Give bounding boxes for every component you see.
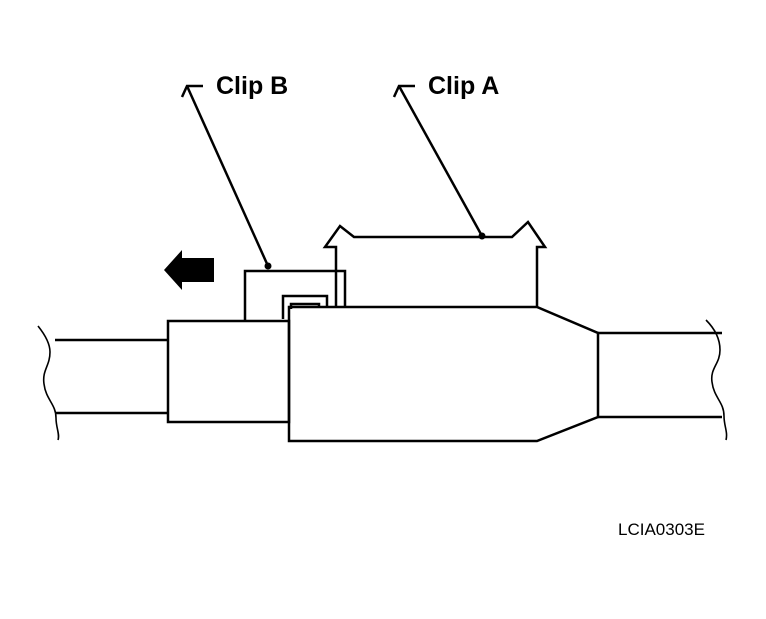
figure-code: LCIA0303E [618, 520, 705, 539]
right-pipe [598, 319, 728, 441]
left-pipe [37, 325, 168, 441]
left-break-line [37, 325, 60, 441]
small-sleeve [166, 319, 291, 424]
clip-a-label: Clip A [428, 72, 500, 100]
clip-a-leader-dot [478, 232, 486, 240]
clip-a-leader [392, 84, 486, 240]
clip-a-body [322, 220, 548, 307]
clip-b-body [243, 269, 347, 321]
clip-b-leader [180, 84, 272, 270]
arrow-left-icon [164, 250, 214, 290]
right-break-line [705, 319, 728, 441]
clip-b-label: Clip B [216, 72, 289, 100]
clip-b-leader-dot [264, 262, 272, 270]
large-sleeve [287, 305, 600, 443]
